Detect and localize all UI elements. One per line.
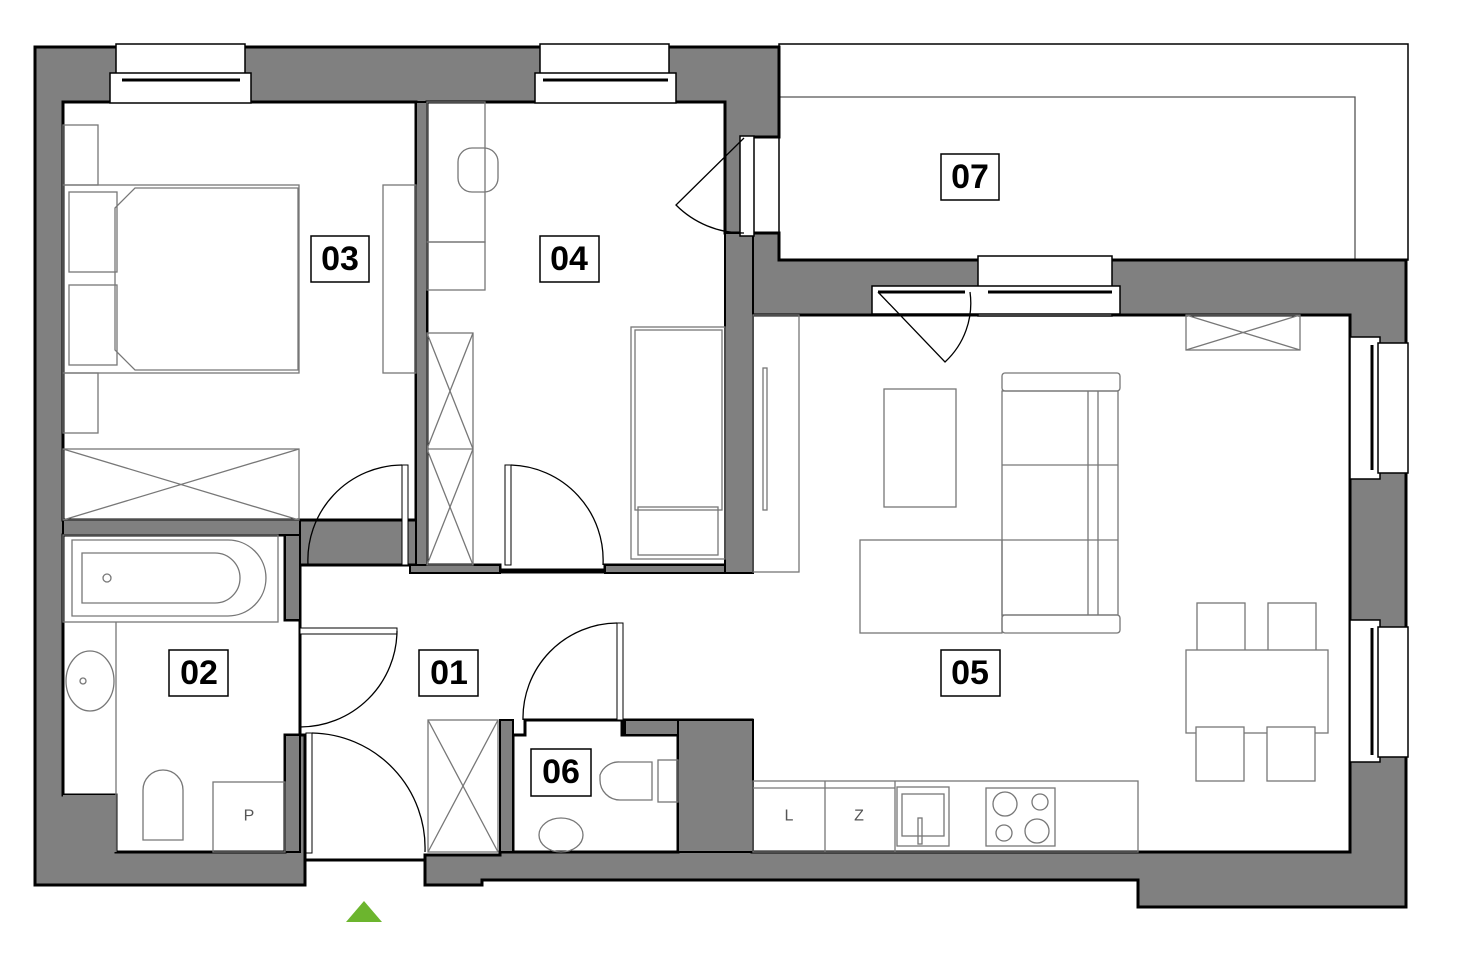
- svg-text:02: 02: [180, 654, 218, 692]
- bedroom-small-furniture: [426, 101, 726, 566]
- room-label-04: 04: [539, 235, 600, 283]
- kitchen-cabinet-l-label: L: [785, 808, 794, 825]
- bedroom-furniture: [62, 124, 417, 521]
- hallway-wardrobe: [427, 719, 499, 853]
- washer-label: P: [244, 808, 255, 825]
- entrance-triangle-icon: [346, 901, 382, 922]
- balcony-07: [778, 43, 1409, 261]
- svg-text:04: 04: [550, 240, 588, 278]
- svg-text:03: 03: [321, 240, 359, 278]
- room-label-01: 01: [418, 649, 479, 697]
- doors: [299, 137, 972, 854]
- interior-walls: [62, 101, 754, 853]
- room-label-02: 02: [168, 649, 229, 697]
- windows: [109, 43, 1409, 763]
- svg-text:05: 05: [951, 654, 989, 692]
- bathroom-fixtures: P: [62, 534, 286, 853]
- kitchen-cabinet-z-label: Z: [854, 808, 864, 825]
- living-room-furniture: L Z: [752, 314, 1329, 853]
- room-label-07: 07: [940, 153, 1000, 201]
- svg-text:06: 06: [542, 753, 580, 791]
- wc-fixtures: [538, 759, 679, 853]
- room-label-03: 03: [310, 235, 370, 283]
- svg-text:01: 01: [430, 654, 468, 692]
- svg-text:07: 07: [951, 158, 989, 196]
- room-label-05: 05: [940, 649, 1001, 697]
- room-label-06: 06: [530, 748, 592, 797]
